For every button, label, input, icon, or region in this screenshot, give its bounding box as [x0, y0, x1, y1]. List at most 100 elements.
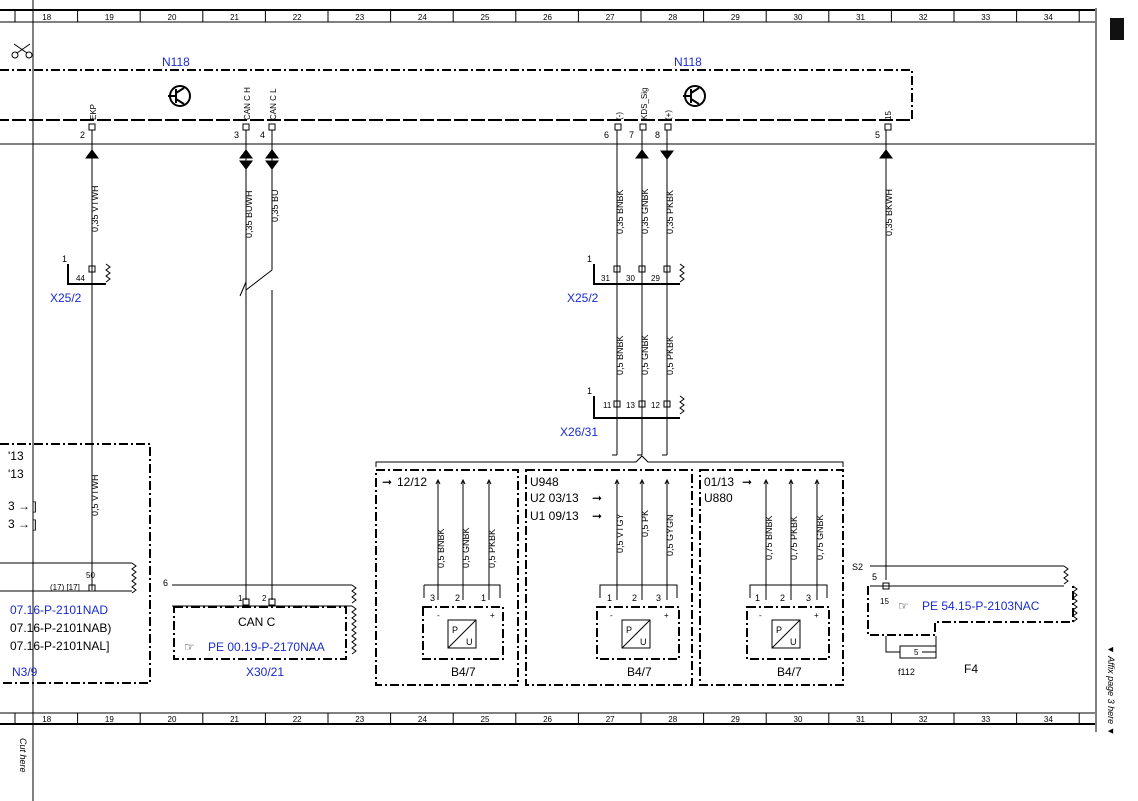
- svg-text:4: 4: [260, 130, 265, 140]
- svg-text:1: 1: [755, 593, 760, 603]
- ruler-number: 28: [668, 13, 677, 22]
- svg-text:0,5 PK: 0,5 PK: [640, 510, 650, 537]
- ruler-number: 22: [293, 13, 302, 22]
- svg-text:01/13: 01/13: [704, 475, 734, 489]
- pin-3: 3 CAN C H: [234, 87, 252, 140]
- svg-text:P: P: [626, 625, 632, 635]
- svg-text:(+): (+): [664, 110, 673, 120]
- ruler-number: 25: [481, 13, 490, 22]
- svg-text:0,5 PKBK: 0,5 PKBK: [487, 529, 497, 568]
- upper-wire-labels: 0,35 VTWH 0,35 BUWH 0,35 BU 0,35 BNBK 0,…: [90, 185, 894, 238]
- ruler-number: 33: [981, 13, 990, 22]
- connector-x26-31: 1 11 13 12 X26/31: [560, 386, 685, 456]
- svg-text:B4/7: B4/7: [627, 665, 652, 679]
- pressure-sensor-icon: P U: [447, 619, 477, 649]
- ruler-number: 26: [543, 13, 552, 22]
- ruler-number: 30: [794, 715, 803, 724]
- ruler-number: 34: [1044, 13, 1053, 22]
- ruler-number: 31: [856, 715, 865, 724]
- svg-text:07.16-P-2101NAB): 07.16-P-2101NAB): [10, 621, 111, 635]
- svg-text:U2 03/13: U2 03/13: [530, 491, 579, 505]
- ruler-number: 26: [543, 715, 552, 724]
- ruler-number: 23: [355, 715, 364, 724]
- svg-text:07.16-P-2101NAL]: 07.16-P-2101NAL]: [10, 639, 109, 653]
- variant-brace: [375, 455, 844, 467]
- svg-text:2: 2: [632, 593, 637, 603]
- svg-text:-: -: [610, 611, 613, 620]
- pin-7: 7 KDS_Sig: [629, 88, 649, 140]
- left-box-n3-9: '13 '13 3 → ] 3 → ] 0,5 VTWH 50 (17) [17…: [0, 443, 151, 684]
- svg-text:CAN C: CAN C: [238, 615, 276, 629]
- svg-text:-: -: [437, 611, 440, 620]
- svg-text:2: 2: [780, 593, 785, 603]
- n118-left-label: N118: [162, 55, 190, 69]
- svg-text:X30/21: X30/21: [246, 665, 284, 679]
- svg-text:0,5 GNBK: 0,5 GNBK: [461, 527, 471, 568]
- svg-text:3: 3: [430, 593, 435, 603]
- svg-text:B4/7: B4/7: [451, 665, 476, 679]
- transistor-icon: [683, 85, 706, 107]
- ruler-number: 32: [919, 715, 928, 724]
- page-tab-icon: [1110, 18, 1124, 40]
- svg-text:0,35 BUWH: 0,35 BUWH: [244, 190, 254, 238]
- svg-text:0,75 GNBK: 0,75 GNBK: [815, 514, 825, 560]
- ruler-number: 32: [919, 13, 928, 22]
- svg-text:2: 2: [455, 593, 460, 603]
- svg-text:0,35 BU: 0,35 BU: [270, 189, 280, 222]
- ref-link[interactable]: PE 54.15-P-2103NAC: [922, 599, 1040, 613]
- mid-wire-labels: 0,5 BNBK 0,5 GNBK 0,5 PKBK: [615, 334, 675, 375]
- svg-text:2: 2: [80, 130, 85, 140]
- svg-text:44: 44: [76, 274, 85, 283]
- fuse-box-f4: S2 5 15 ☞ PE 54.15-P-2103NAC 5 f112 F4: [852, 562, 1078, 677]
- variant-box-2: U948 U2 03/13 ➞ U1 09/13 ➞ 0,5 VTGY 0,5 …: [525, 469, 693, 686]
- svg-text:'13: '13: [8, 467, 24, 481]
- svg-text:CAN C L: CAN C L: [269, 88, 278, 120]
- can-c-box-x30-21: 6 1 2 CAN C ☞ PE 00.19-P-2170NAA X30/21: [163, 578, 357, 679]
- pin-5: 5 15: [875, 111, 893, 140]
- svg-text:0,5 VTWH: 0,5 VTWH: [90, 474, 100, 516]
- svg-text:+: +: [490, 611, 495, 620]
- svg-text:12/12: 12/12: [397, 475, 427, 489]
- svg-text:B4/7: B4/7: [777, 665, 802, 679]
- svg-text:X26/31: X26/31: [560, 425, 598, 439]
- svg-text:5: 5: [914, 648, 919, 657]
- svg-text:3: 3: [806, 593, 811, 603]
- svg-text:0,5 VTGY: 0,5 VTGY: [615, 513, 625, 553]
- svg-text:0,35 BNBK: 0,35 BNBK: [615, 189, 625, 234]
- ruler-number: 34: [1044, 715, 1053, 724]
- svg-text:KDS_Sig: KDS_Sig: [640, 88, 649, 120]
- variant-box-1: ➞ 12/12 0,5 BNBK 0,5 GNBK 0,5 PKBK 3 2 1…: [375, 469, 519, 686]
- svg-text:1: 1: [238, 594, 243, 603]
- svg-text:5: 5: [872, 572, 877, 582]
- svg-text:29: 29: [651, 274, 660, 283]
- ruler-number: 22: [293, 715, 302, 724]
- pressure-sensor-icon: P U: [771, 619, 801, 649]
- ruler-number: 18: [42, 13, 51, 22]
- svg-text:13: 13: [626, 401, 635, 410]
- svg-text:11: 11: [603, 401, 612, 410]
- ref-link[interactable]: PE 00.19-P-2170NAA: [208, 640, 325, 654]
- svg-text:U1 09/13: U1 09/13: [530, 509, 579, 523]
- svg-text:3: 3: [234, 130, 239, 140]
- pin-6: 6 (-): [604, 112, 624, 140]
- svg-text:CAN C H: CAN C H: [243, 87, 252, 120]
- variant-box-3: 01/13 ➞ U880 0,75 BNBK 0,75 PKBK 0,75 GN…: [699, 469, 844, 686]
- ruler-number: 19: [105, 715, 114, 724]
- svg-text:15: 15: [880, 597, 889, 606]
- svg-text:0,5 BNBK: 0,5 BNBK: [436, 528, 446, 568]
- svg-text:'13: '13: [8, 449, 24, 463]
- svg-text:6: 6: [163, 578, 168, 588]
- svg-text:1: 1: [62, 254, 67, 264]
- signal-arrows: [85, 149, 893, 170]
- svg-text:S2: S2: [852, 562, 863, 572]
- connector-x25-2-left: 1 44 X25/2: [50, 254, 111, 305]
- connector-x25-2-right: 1 31 30 29 X25/2: [567, 254, 685, 305]
- ruler-number: 27: [606, 13, 615, 22]
- ruler-number: 24: [418, 715, 427, 724]
- scissors-icon: [11, 43, 33, 59]
- ruler-number: 21: [230, 13, 239, 22]
- svg-text:(-): (-): [615, 112, 624, 120]
- ref-link[interactable]: 07.16-P-2101NAD: [10, 603, 108, 617]
